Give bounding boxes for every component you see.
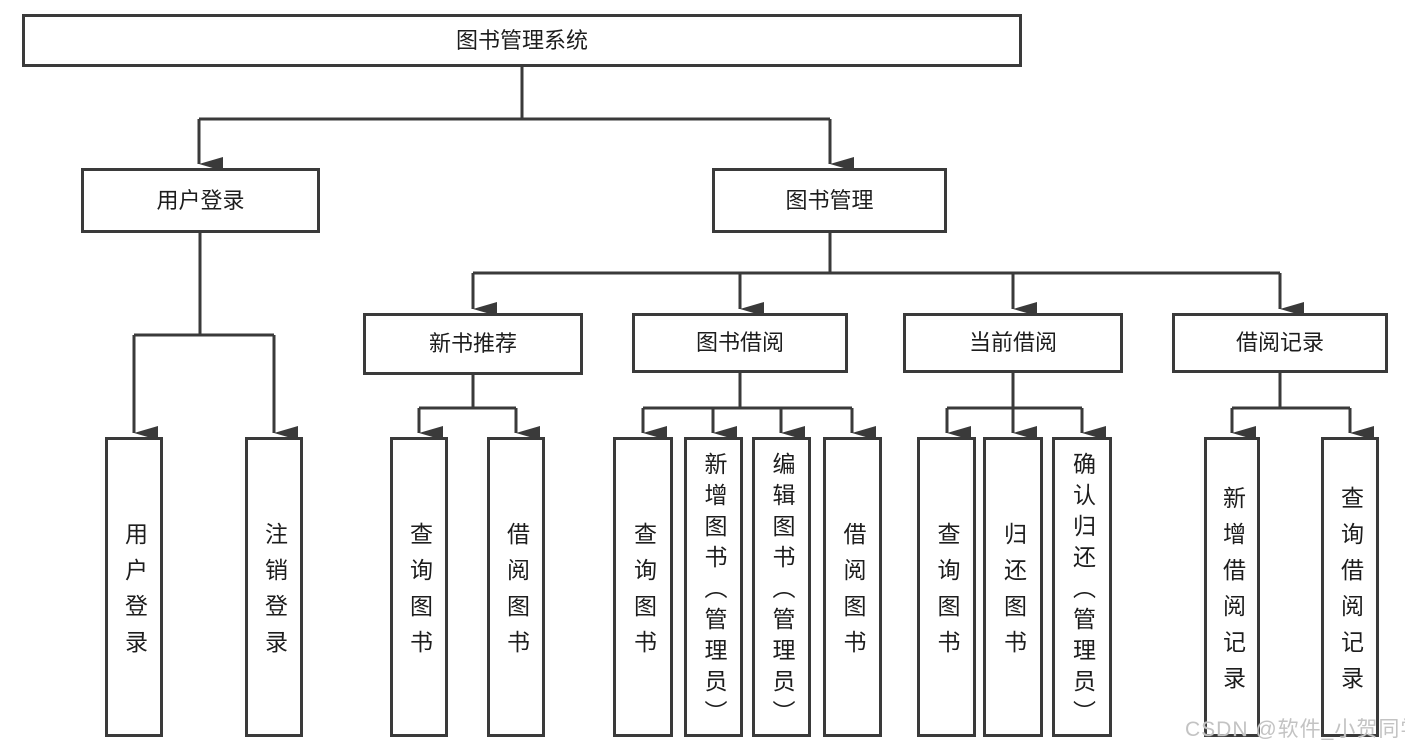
- leaf-borrow-books-recommend: 借阅图书: [487, 437, 545, 737]
- watermark-text: CSDN @软件_小贺同学: [1185, 718, 1405, 741]
- leaf-query-borrow-record-label: 查询借阅记录: [1337, 485, 1364, 702]
- leaf-query-books-recommend-label: 查询图书: [406, 521, 433, 666]
- leaf-return-books-label: 归还图书: [1000, 521, 1027, 666]
- node-borrowing-records: 借阅记录: [1172, 313, 1388, 373]
- leaf-add-books-admin-label: 新增图书（管理员）: [701, 451, 727, 731]
- leaf-query-books-recommend: 查询图书: [390, 437, 448, 737]
- leaf-query-books-current-label: 查询图书: [934, 521, 960, 666]
- node-book-borrowing: 图书借阅: [632, 313, 848, 373]
- node-current-borrowing: 当前借阅: [903, 313, 1123, 373]
- node-book-management: 图书管理: [712, 168, 947, 233]
- leaf-logout-login: 注销登录: [245, 437, 303, 737]
- leaf-add-borrow-record: 新增借阅记录: [1204, 437, 1260, 737]
- leaf-query-books-borrow: 查询图书: [613, 437, 673, 737]
- leaf-confirm-return-admin-label: 确认归还（管理员）: [1069, 451, 1096, 731]
- leaf-borrow-books-borrow: 借阅图书: [823, 437, 882, 737]
- leaf-query-books-borrow-label: 查询图书: [630, 521, 657, 666]
- leaf-query-borrow-record: 查询借阅记录: [1321, 437, 1379, 737]
- node-new-book-recommendation: 新书推荐: [363, 313, 583, 375]
- leaf-confirm-return-admin: 确认归还（管理员）: [1052, 437, 1112, 737]
- leaf-add-books-admin: 新增图书（管理员）: [684, 437, 743, 737]
- leaf-borrow-books-recommend-label: 借阅图书: [503, 521, 530, 666]
- leaf-add-borrow-record-label: 新增借阅记录: [1219, 485, 1246, 702]
- leaf-logout-login-label: 注销登录: [261, 521, 288, 666]
- leaf-edit-books-admin-label: 编辑图书（管理员）: [769, 451, 795, 731]
- leaf-edit-books-admin: 编辑图书（管理员）: [752, 437, 811, 737]
- node-library-management-system: 图书管理系统: [22, 14, 1022, 67]
- leaf-query-books-current: 查询图书: [917, 437, 976, 737]
- leaf-user-login: 用户登录: [105, 437, 163, 737]
- leaf-user-login-label: 用户登录: [121, 521, 148, 666]
- leaf-return-books: 归还图书: [983, 437, 1043, 737]
- leaf-borrow-books-borrow-label: 借阅图书: [840, 521, 866, 666]
- node-user-login: 用户登录: [81, 168, 320, 233]
